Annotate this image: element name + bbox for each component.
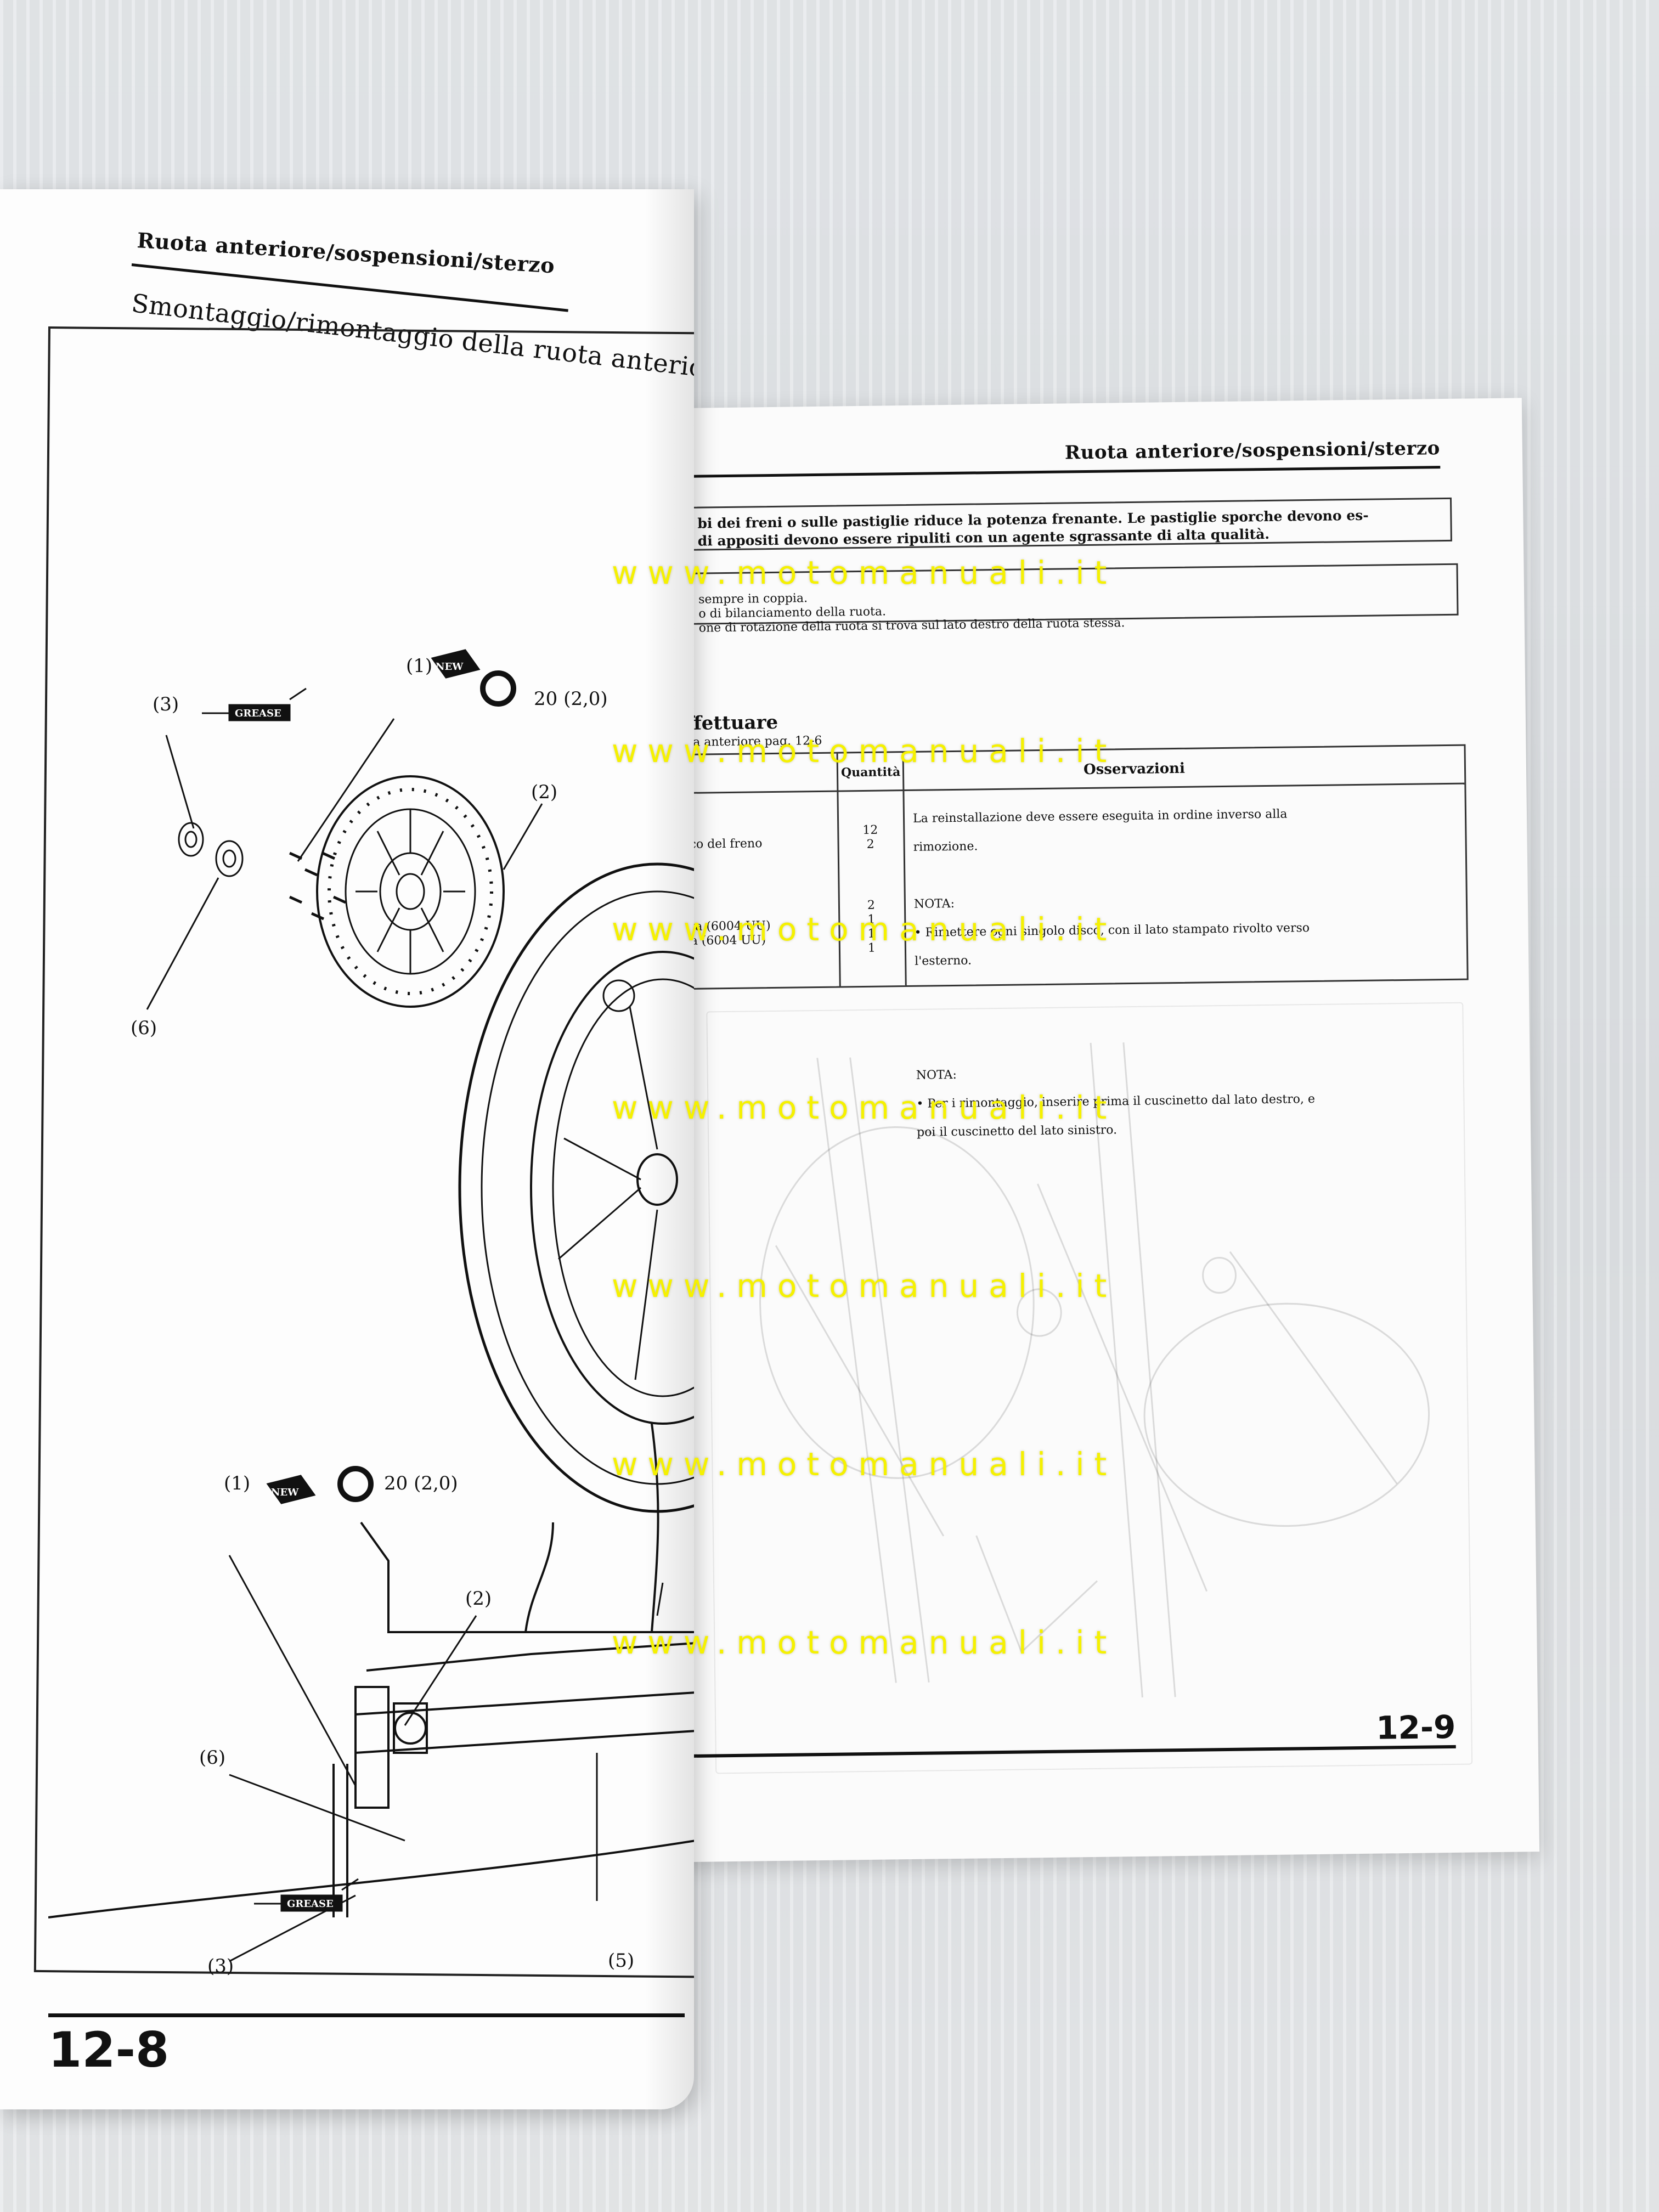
- callout-6-top: (6): [131, 1017, 157, 1039]
- table-row-1-item: co del freno: [689, 837, 763, 851]
- left-footer-rule: [48, 2013, 685, 2017]
- notes-line: [913, 864, 1352, 883]
- leader-lines-top: [146, 718, 543, 1010]
- disc-bolts: [289, 851, 347, 921]
- callout-2-top: (2): [531, 781, 557, 803]
- watermark: www.motomanuali.it: [612, 554, 1117, 591]
- left-page-number: 12-8: [48, 2022, 170, 2078]
- notes-line: NOTA:: [913, 896, 955, 911]
- left-page: Ruota anteriore/sospensioni/sterzo Smont…: [0, 189, 694, 2109]
- procedure-table: ta anteriore pag. 12-6 Quantità Osservaz…: [686, 734, 1469, 1139]
- callout-5-bottom: (5): [608, 1950, 634, 1972]
- faded-diagram: [706, 1002, 1473, 1774]
- right-page: Ruota anteriore/sospensioni/sterzo bi de…: [638, 398, 1540, 1863]
- callout-3-bottom: (3): [207, 1955, 234, 1977]
- wheel-diagram-svg: (1) (3) (2) (6) 20 (2,0) (1) 20 (2,0) (2…: [48, 649, 694, 1977]
- grease-tube-icon-bottom: [254, 1878, 359, 1912]
- grease-label-bottom: GREASE: [287, 1898, 334, 1910]
- grease-label-top: GREASE: [235, 708, 281, 719]
- callout-1-bottom: (1): [224, 1472, 250, 1494]
- procedure-title: ffettuare: [686, 711, 778, 735]
- watermark: www.motomanuali.it: [612, 1267, 1117, 1305]
- watermark: www.motomanuali.it: [612, 732, 1117, 770]
- notes-line: rimozione.: [913, 839, 978, 854]
- callout-6-bottom: (6): [199, 1747, 225, 1769]
- warning-box: bi dei freni o sulle pastiglie riduce la…: [684, 497, 1452, 551]
- watermark: www.motomanuali.it: [612, 1624, 1117, 1661]
- brake-disc: [316, 775, 505, 1008]
- front-wheel: [458, 862, 694, 1513]
- watermark: www.motomanuali.it: [612, 911, 1117, 948]
- torque-wrench-icon-top: [480, 670, 516, 707]
- right-page-number: 12-9: [1375, 1708, 1456, 1747]
- new-badge-top: NEW: [436, 661, 464, 673]
- new-badge-bottom: NEW: [271, 1487, 299, 1498]
- callout-1-top: (1): [406, 655, 432, 677]
- callout-3-top: (3): [153, 693, 179, 715]
- torque-value-bottom: 20 (2,0): [384, 1472, 458, 1494]
- new-part-icon-top: [431, 649, 481, 679]
- new-part-icon-bottom: [266, 1475, 316, 1504]
- right-page-header: Ruota anteriore/sospensioni/sterzo: [1064, 437, 1441, 464]
- wheel-illustration: (1) (3) (2) (6) 20 (2,0) (1) 20 (2,0) (2…: [48, 326, 694, 1978]
- notes-line: [915, 978, 1354, 997]
- table-row-1-qty: 12 2: [862, 823, 878, 851]
- watermark: www.motomanuali.it: [612, 1089, 1117, 1126]
- callout-2-bottom: (2): [465, 1588, 492, 1610]
- torque-wrench-icon-bottom: [337, 1466, 374, 1502]
- notes-line: l'esterno.: [915, 953, 972, 968]
- faded-fork-illustration: [759, 1042, 1430, 1698]
- grease-tube-icon-top: [202, 687, 307, 721]
- notes-line: La reinstallazione deve essere eseguita …: [912, 807, 1288, 826]
- right-header-rule: [683, 466, 1441, 478]
- bearings: [178, 822, 244, 877]
- torque-value-top: 20 (2,0): [534, 688, 608, 710]
- watermark: www.motomanuali.it: [612, 1446, 1117, 1483]
